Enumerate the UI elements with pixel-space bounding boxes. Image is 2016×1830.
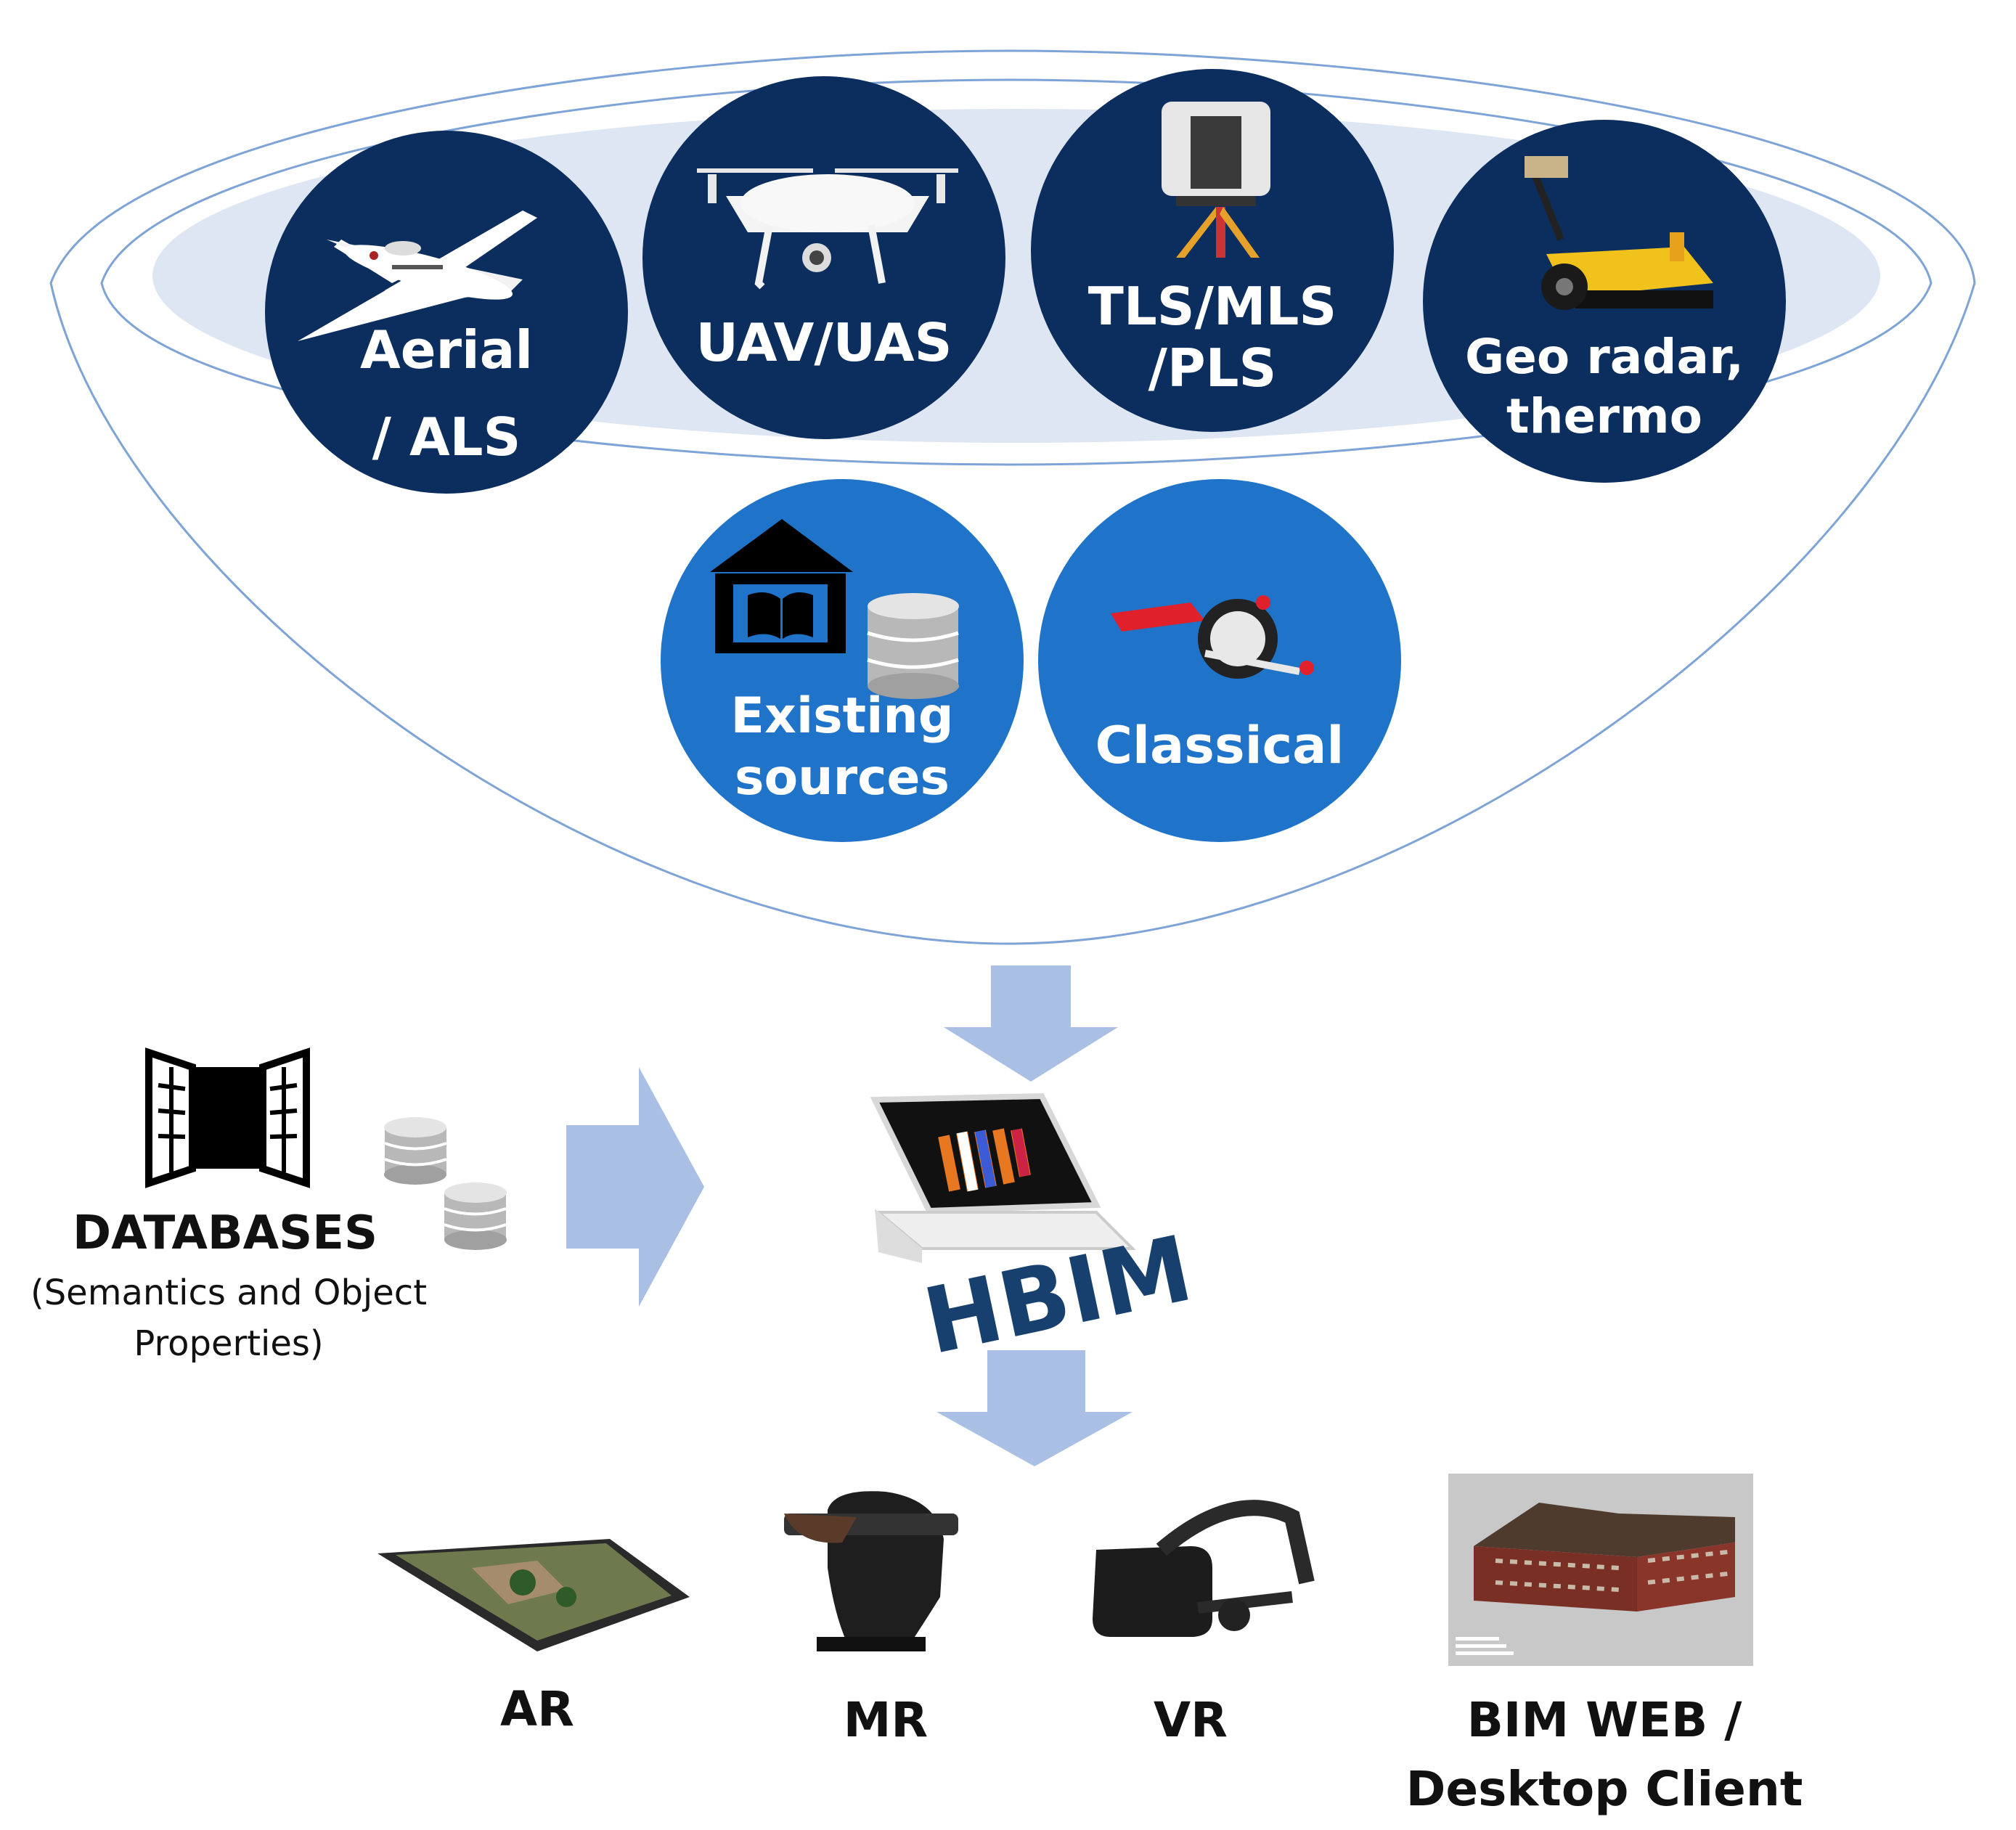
laser-scanner-icon <box>1162 102 1270 258</box>
aerial-label-line1: Aerial <box>359 319 533 380</box>
vr-label: VR <box>1154 1692 1228 1748</box>
airplane-icon <box>298 211 537 341</box>
down-arrow-to-outputs <box>936 1350 1133 1466</box>
classical-label: Classical <box>1095 716 1344 775</box>
databases-title: DATABASES <box>72 1206 378 1260</box>
bim-client-label-line2: Desktop Client <box>1405 1761 1803 1817</box>
tablet-icon <box>378 1539 690 1651</box>
aerial-label-line2: / ALS <box>372 407 521 467</box>
classical-circle <box>1038 479 1401 842</box>
vr-headset-icon <box>1093 1500 1315 1637</box>
mr-label: MR <box>843 1692 929 1748</box>
databases-subtitle-line2: Properties) <box>134 1323 324 1364</box>
aerial-circle <box>265 131 628 494</box>
tls-label-line1: TLS/MLS <box>1087 276 1337 337</box>
georadar-label-line2: thermo <box>1506 388 1702 444</box>
existing-label-line2: sources <box>734 749 950 806</box>
right-arrow-from-databases <box>566 1067 704 1307</box>
existing-sources-circle <box>661 479 1024 842</box>
door-icon <box>145 1047 310 1188</box>
georadar-circle <box>1423 120 1786 483</box>
uav-label: UAV/UAS <box>695 312 952 373</box>
tls-circle <box>1031 69 1394 432</box>
measuring-tape-icon <box>1111 595 1314 679</box>
existing-label-line1: Existing <box>730 687 954 745</box>
database-icon-small-2 <box>444 1182 507 1250</box>
database-icon-small-1 <box>384 1117 447 1185</box>
bim-client-label-line1: BIM WEB / <box>1466 1692 1742 1748</box>
down-arrow-to-hbim <box>944 965 1118 1082</box>
mr-headset-icon <box>784 1491 958 1651</box>
ar-label: AR <box>500 1681 574 1737</box>
laptop-icon <box>870 1092 1136 1263</box>
drone-icon <box>697 168 958 290</box>
funnel-inner-outline <box>100 78 1933 466</box>
library-icon <box>710 519 853 653</box>
bim-model-screenshot <box>1448 1474 1753 1666</box>
funnel-outline <box>49 49 1976 945</box>
georadar-icon <box>1525 156 1713 310</box>
databases-subtitle-line1: (Semantics and Object <box>30 1273 428 1313</box>
database-icon <box>867 593 959 699</box>
tls-label-line2: /PLS <box>1148 338 1277 399</box>
uav-circle <box>642 76 1005 439</box>
georadar-label-line1: Geo radar, <box>1464 329 1744 385</box>
